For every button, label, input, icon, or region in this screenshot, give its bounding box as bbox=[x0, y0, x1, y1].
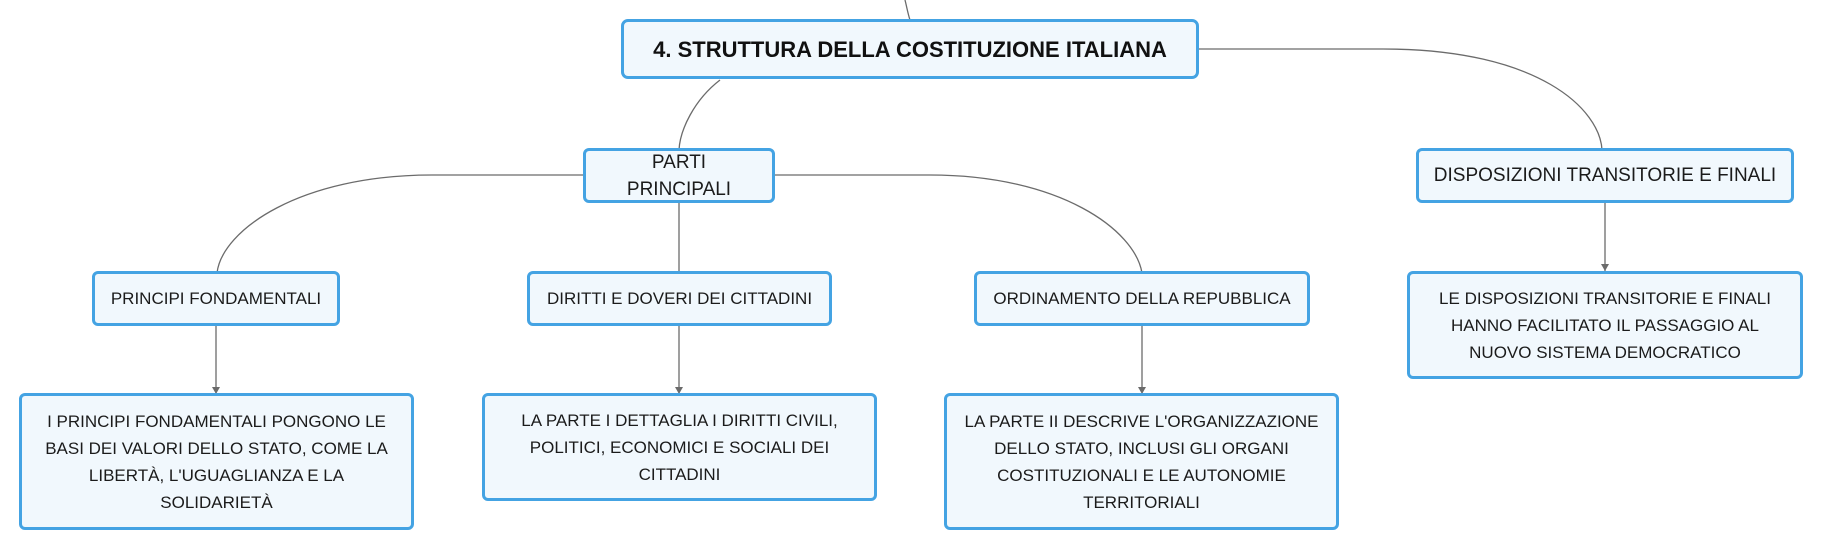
arrowhead-principi-detail bbox=[212, 387, 220, 394]
connector-root-to-disposizioni bbox=[1198, 48, 1603, 151]
node-diritti-doveri-label: DIRITTI E DOVERI DEI CITTADINI bbox=[546, 289, 813, 308]
root-node[interactable]: 4. STRUTTURA DELLA COSTITUZIONE ITALIANA bbox=[621, 19, 1199, 79]
connector-parent-to-root bbox=[904, 0, 911, 21]
connector-parti-to-principi bbox=[216, 174, 584, 274]
connector-parti-to-ordinamento bbox=[774, 174, 1143, 274]
node-ordinamento-repubblica-label: ORDINAMENTO DELLA REPUBBLICA bbox=[993, 289, 1291, 308]
detail-ordinamento-repubblica[interactable]: LA PARTE II DESCRIVE L'ORGANIZZAZIONE DE… bbox=[944, 393, 1339, 530]
arrowhead-ordinamento-detail bbox=[1138, 387, 1146, 394]
node-ordinamento-repubblica[interactable]: ORDINAMENTO DELLA REPUBBLICA bbox=[974, 271, 1310, 326]
node-parti-principali[interactable]: PARTI PRINCIPALI bbox=[583, 148, 775, 203]
detail-diritti-doveri-text: LA PARTE I DETTAGLIA I DIRITTI CIVILI, P… bbox=[521, 410, 838, 484]
arrowhead-disposizioni-detail bbox=[1601, 264, 1609, 271]
node-diritti-doveri[interactable]: DIRITTI E DOVERI DEI CITTADINI bbox=[527, 271, 832, 326]
detail-ordinamento-repubblica-text: LA PARTE II DESCRIVE L'ORGANIZZAZIONE DE… bbox=[964, 411, 1319, 512]
detail-principi-fondamentali-text: I PRINCIPI FONDAMENTALI PONGONO LE BASI … bbox=[45, 411, 388, 512]
detail-principi-fondamentali[interactable]: I PRINCIPI FONDAMENTALI PONGONO LE BASI … bbox=[19, 393, 414, 530]
connector-root-to-parti-principali bbox=[678, 79, 721, 151]
detail-diritti-doveri[interactable]: LA PARTE I DETTAGLIA I DIRITTI CIVILI, P… bbox=[482, 393, 877, 501]
node-principi-fondamentali-label: PRINCIPI FONDAMENTALI bbox=[110, 289, 322, 308]
node-principi-fondamentali[interactable]: PRINCIPI FONDAMENTALI bbox=[92, 271, 340, 326]
root-node-label: 4. STRUTTURA DELLA COSTITUZIONE ITALIANA bbox=[653, 36, 1167, 62]
arrowhead-diritti-detail bbox=[675, 387, 683, 394]
node-disposizioni-transitorie[interactable]: DISPOSIZIONI TRANSITORIE E FINALI bbox=[1416, 148, 1794, 203]
detail-disposizioni-transitorie[interactable]: LE DISPOSIZIONI TRANSITORIE E FINALI HAN… bbox=[1407, 271, 1803, 379]
node-parti-principali-label: PARTI PRINCIPALI bbox=[626, 151, 732, 200]
node-disposizioni-transitorie-label: DISPOSIZIONI TRANSITORIE E FINALI bbox=[1433, 165, 1777, 186]
detail-disposizioni-transitorie-text: LE DISPOSIZIONI TRANSITORIE E FINALI HAN… bbox=[1439, 288, 1771, 362]
